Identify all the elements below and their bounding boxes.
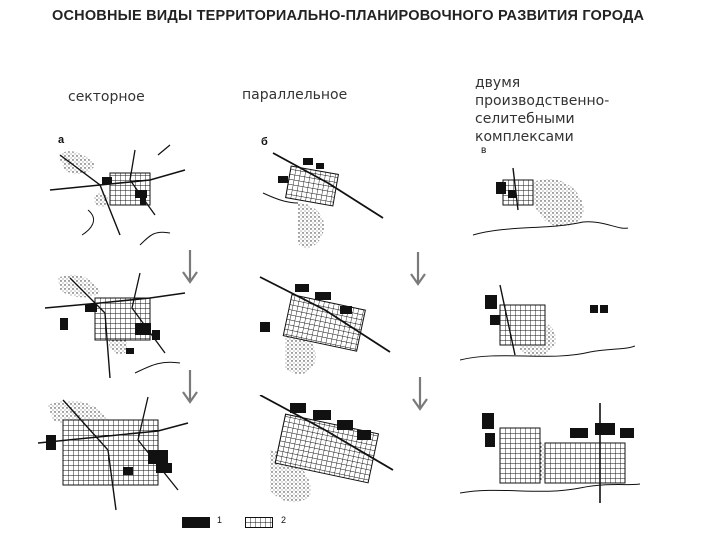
page-title: ОСНОВНЫЕ ВИДЫ ТЕРРИТОРИАЛЬНО-ПЛАНИРОВОЧН… — [52, 8, 644, 24]
sector-map-stage-2 — [40, 268, 190, 383]
down-arrow-icon — [408, 250, 428, 290]
sector-map-stage-3 — [38, 395, 193, 515]
column-label-parallel: параллельное — [242, 86, 347, 104]
column-label-line: комплексами — [475, 128, 609, 146]
down-arrow-icon — [410, 375, 430, 415]
column-label-line: производственно- — [475, 92, 609, 110]
down-arrow-icon — [180, 248, 200, 288]
column-label-two-complexes: двумя производственно- селитебными компл… — [475, 74, 609, 146]
scheme-letter-b: б — [261, 136, 268, 148]
sector-map-stage-1 — [40, 135, 190, 250]
column-label-sector: секторное — [68, 88, 145, 106]
complexes-map-stage-2 — [460, 280, 635, 380]
down-arrow-icon — [180, 368, 200, 408]
complexes-map-stage-3 — [460, 398, 640, 508]
legend-number-1: 1 — [217, 515, 222, 525]
legend-symbol-grid-block — [245, 517, 275, 529]
column-label-line: двумя — [475, 74, 609, 92]
legend-number-2: 2 — [281, 515, 286, 525]
legend-symbol-solid-block — [182, 517, 212, 529]
complexes-map-stage-1 — [468, 160, 633, 250]
parallel-map-stage-2 — [255, 272, 395, 382]
parallel-map-stage-1 — [258, 148, 398, 258]
scheme-letter-v: в — [481, 145, 486, 156]
parallel-map-stage-3 — [255, 395, 395, 510]
column-label-line: селитебными — [475, 110, 609, 128]
